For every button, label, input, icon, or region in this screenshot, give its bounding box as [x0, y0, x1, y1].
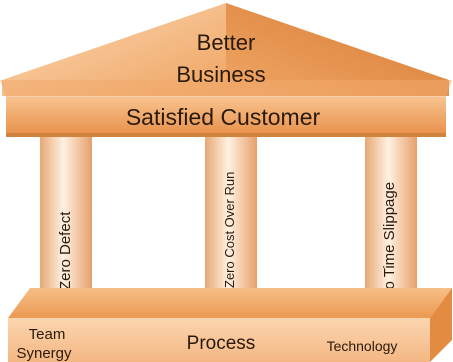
roof-title-line1: Better — [197, 30, 256, 55]
pillar-center-shaft — [205, 137, 257, 299]
pillar-left-label: Zero Defect — [57, 211, 74, 290]
roof: Better Business — [0, 3, 452, 97]
pillar-left-shaft — [40, 137, 92, 299]
base-left-line2: Synergy — [16, 345, 72, 362]
pillar-right-shaft — [365, 137, 417, 317]
roof-front-lip — [0, 80, 452, 97]
pillar-left: Zero Defect — [40, 137, 92, 299]
roof-title-line2: Business — [176, 62, 265, 87]
base: Team Synergy Process Technology — [8, 288, 452, 362]
base-left-line1: Team — [29, 326, 66, 343]
base-right-label: Technology — [327, 338, 398, 354]
beam: Satisfied Customer — [6, 97, 446, 137]
beam-shadow — [6, 133, 446, 137]
roof-right-face — [226, 3, 449, 96]
pillar-center: Zero Cost Over Run — [205, 137, 257, 299]
base-center-label: Process — [187, 333, 256, 354]
pillar-center-label: Zero Cost Over Run — [222, 172, 237, 288]
base-front-face — [8, 318, 430, 362]
beam-label: Satisfied Customer — [126, 104, 321, 130]
pillar-right-label: Zero Time Slippage — [381, 182, 398, 312]
beam-body — [6, 97, 446, 135]
roof-left-face — [2, 3, 226, 96]
base-side-face — [430, 288, 452, 362]
pillar-right: Zero Time Slippage — [365, 137, 417, 317]
base-top-face — [8, 288, 452, 318]
